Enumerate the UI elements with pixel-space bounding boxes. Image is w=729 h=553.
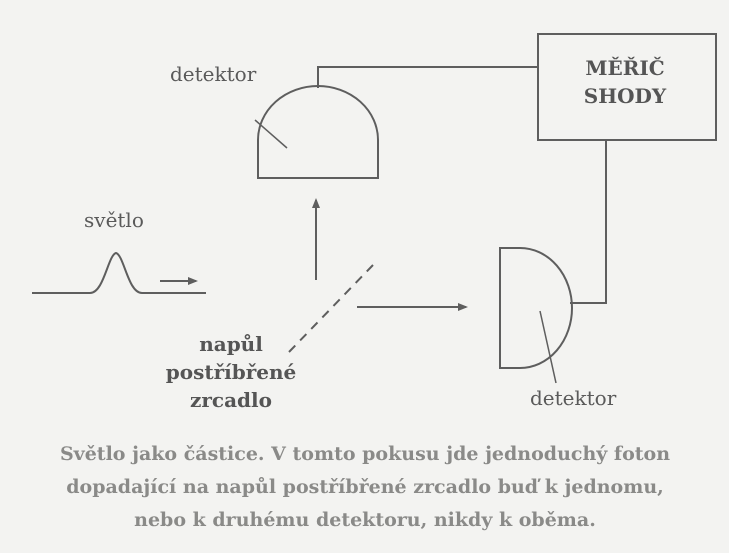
- wire-top-detector: [317, 66, 538, 88]
- detector-top-label: detektor: [170, 62, 257, 86]
- coincidence-counter-line2: SHODY: [583, 84, 667, 108]
- wire-right-detector: [570, 140, 607, 304]
- detector-right-label: detektor: [530, 386, 617, 410]
- figure-caption: Světlo jako částice. V tomto pokusu jde …: [30, 438, 700, 537]
- caption-line3: nebo k druhému detektoru, nikdy k oběma.: [134, 509, 596, 531]
- coincidence-counter-box: [537, 33, 717, 141]
- light-label: světlo: [84, 208, 144, 232]
- caption-line2: dopadající na napůl postříbřené zrcadlo …: [66, 476, 664, 498]
- light-pulse-wave: [32, 251, 206, 294]
- half-silvered-mirror: [288, 264, 374, 353]
- mirror-label-line1: napůl: [199, 332, 263, 356]
- mirror-label-line2: postříbřené: [165, 360, 297, 384]
- detector-top-shape: [257, 85, 379, 179]
- mirror-label-line3: zrcadlo: [190, 388, 272, 412]
- coincidence-counter-line1: MĚŘIČ: [585, 56, 665, 80]
- detector-right-shape: [499, 247, 573, 369]
- caption-line1: Světlo jako částice. V tomto pokusu jde …: [59, 443, 671, 465]
- experiment-diagram: [32, 33, 717, 384]
- detector-right-pointer: [539, 310, 557, 384]
- detector-top-pointer: [254, 119, 288, 149]
- coincidence-counter-label: MĚŘIČ SHODY: [536, 54, 714, 110]
- mirror-label: napůl postříbřené zrcadlo: [156, 330, 306, 414]
